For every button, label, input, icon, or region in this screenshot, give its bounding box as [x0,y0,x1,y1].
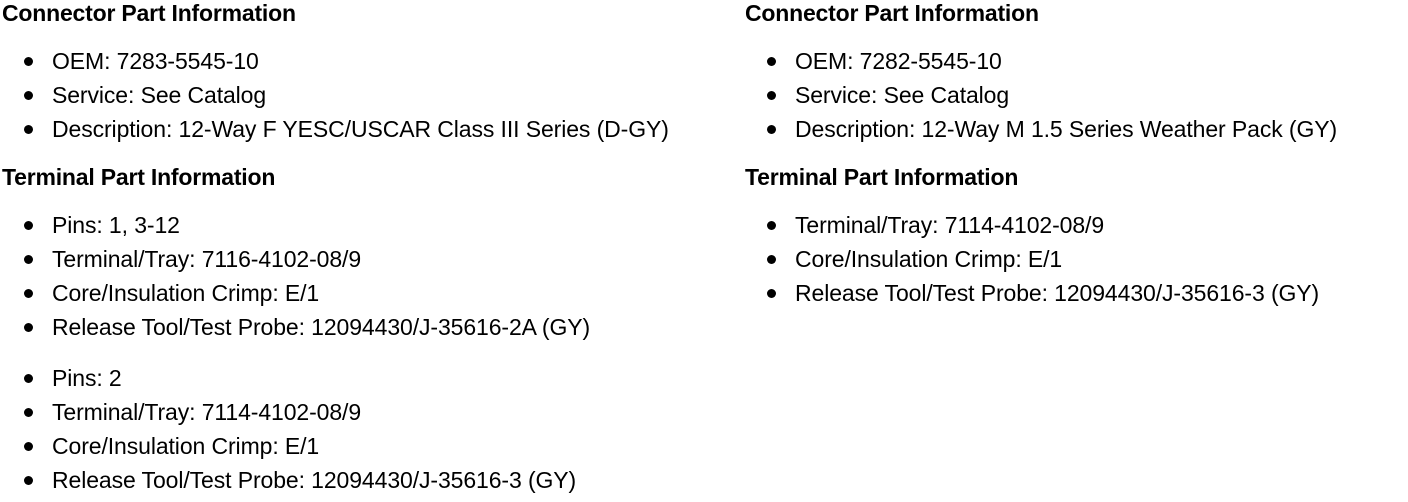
bullet-icon [24,221,33,230]
bullet-icon [767,289,776,298]
bullet-icon [24,323,33,332]
connector-column-right: Connector Part Information OEM: 7282-554… [740,0,1408,502]
list-item-label: Core/Insulation Crimp: E/1 [52,433,320,459]
spacer [2,190,740,208]
list-item-label: Core/Insulation Crimp: E/1 [795,246,1063,272]
bullet-icon [24,255,33,264]
list-item: Description: 12-Way F YESC/USCAR Class I… [2,112,740,146]
list-item: Pins: 2 [2,361,740,395]
bullet-icon [24,91,33,100]
terminal-part-information-heading: Terminal Part Information [2,164,276,190]
list-item-label: Description: 12-Way M 1.5 Series Weather… [795,116,1338,142]
connector-part-list: OEM: 7283-5545-10 Service: See Catalog D… [2,44,740,146]
terminal-part-information-heading: Terminal Part Information [745,164,1019,190]
bullet-icon [24,408,33,417]
spacer [745,146,1408,164]
spacer [745,26,1408,44]
bullet-icon [24,442,33,451]
connector-part-information-heading: Connector Part Information [745,0,1039,26]
list-item-label: Terminal/Tray: 7114-4102-08/9 [795,212,1105,238]
list-item: Terminal/Tray: 7114-4102-08/9 [2,395,740,429]
bullet-icon [24,125,33,134]
bullet-icon [24,57,33,66]
bullet-icon [767,125,776,134]
list-item: Terminal/Tray: 7116-4102-08/9 [2,242,740,276]
list-item: Service: See Catalog [745,78,1408,112]
list-item-label: Release Tool/Test Probe: 12094430/J-3561… [52,314,591,340]
bullet-icon [24,374,33,383]
list-item: Service: See Catalog [2,78,740,112]
terminal-part-list-group-1: Pins: 1, 3-12 Terminal/Tray: 7116-4102-0… [2,208,740,344]
list-item: Description: 12-Way M 1.5 Series Weather… [745,112,1408,146]
list-item: Release Tool/Test Probe: 12094430/J-3561… [2,310,740,344]
list-item: Release Tool/Test Probe: 12094430/J-3561… [2,463,740,497]
terminal-part-list-group-2: Pins: 2 Terminal/Tray: 7114-4102-08/9 Co… [2,361,740,497]
connector-part-list: OEM: 7282-5545-10 Service: See Catalog D… [745,44,1408,146]
spacer [2,146,740,164]
terminal-part-list-group-1: Terminal/Tray: 7114-4102-08/9 Core/Insul… [745,208,1408,310]
bullet-icon [24,476,33,485]
bullet-icon [24,289,33,298]
list-item-label: Description: 12-Way F YESC/USCAR Class I… [52,116,669,142]
list-item: Core/Insulation Crimp: E/1 [2,429,740,463]
list-item-label: Release Tool/Test Probe: 12094430/J-3561… [52,467,577,493]
bullet-icon [767,91,776,100]
connector-column-left: Connector Part Information OEM: 7283-554… [2,0,740,497]
list-item: OEM: 7283-5545-10 [2,44,740,78]
list-item-label: OEM: 7283-5545-10 [52,48,259,74]
spacer [2,344,740,361]
list-item-label: Terminal/Tray: 7114-4102-08/9 [52,399,362,425]
spacer [745,190,1408,208]
list-item-label: Service: See Catalog [52,82,267,108]
list-item: OEM: 7282-5545-10 [745,44,1408,78]
list-item-label: OEM: 7282-5545-10 [795,48,1002,74]
bullet-icon [767,255,776,264]
list-item: Release Tool/Test Probe: 12094430/J-3561… [745,276,1408,310]
list-item: Core/Insulation Crimp: E/1 [745,242,1408,276]
list-item-label: Release Tool/Test Probe: 12094430/J-3561… [795,280,1320,306]
spacer [2,26,740,44]
list-item: Terminal/Tray: 7114-4102-08/9 [745,208,1408,242]
bullet-icon [767,57,776,66]
bullet-icon [767,221,776,230]
list-item-label: Pins: 1, 3-12 [52,212,180,238]
list-item-label: Core/Insulation Crimp: E/1 [52,280,320,306]
list-item: Pins: 1, 3-12 [2,208,740,242]
list-item-label: Terminal/Tray: 7116-4102-08/9 [52,246,362,272]
connector-part-information-heading: Connector Part Information [2,0,296,26]
list-item-label: Pins: 2 [52,365,122,391]
list-item-label: Service: See Catalog [795,82,1010,108]
list-item: Core/Insulation Crimp: E/1 [2,276,740,310]
